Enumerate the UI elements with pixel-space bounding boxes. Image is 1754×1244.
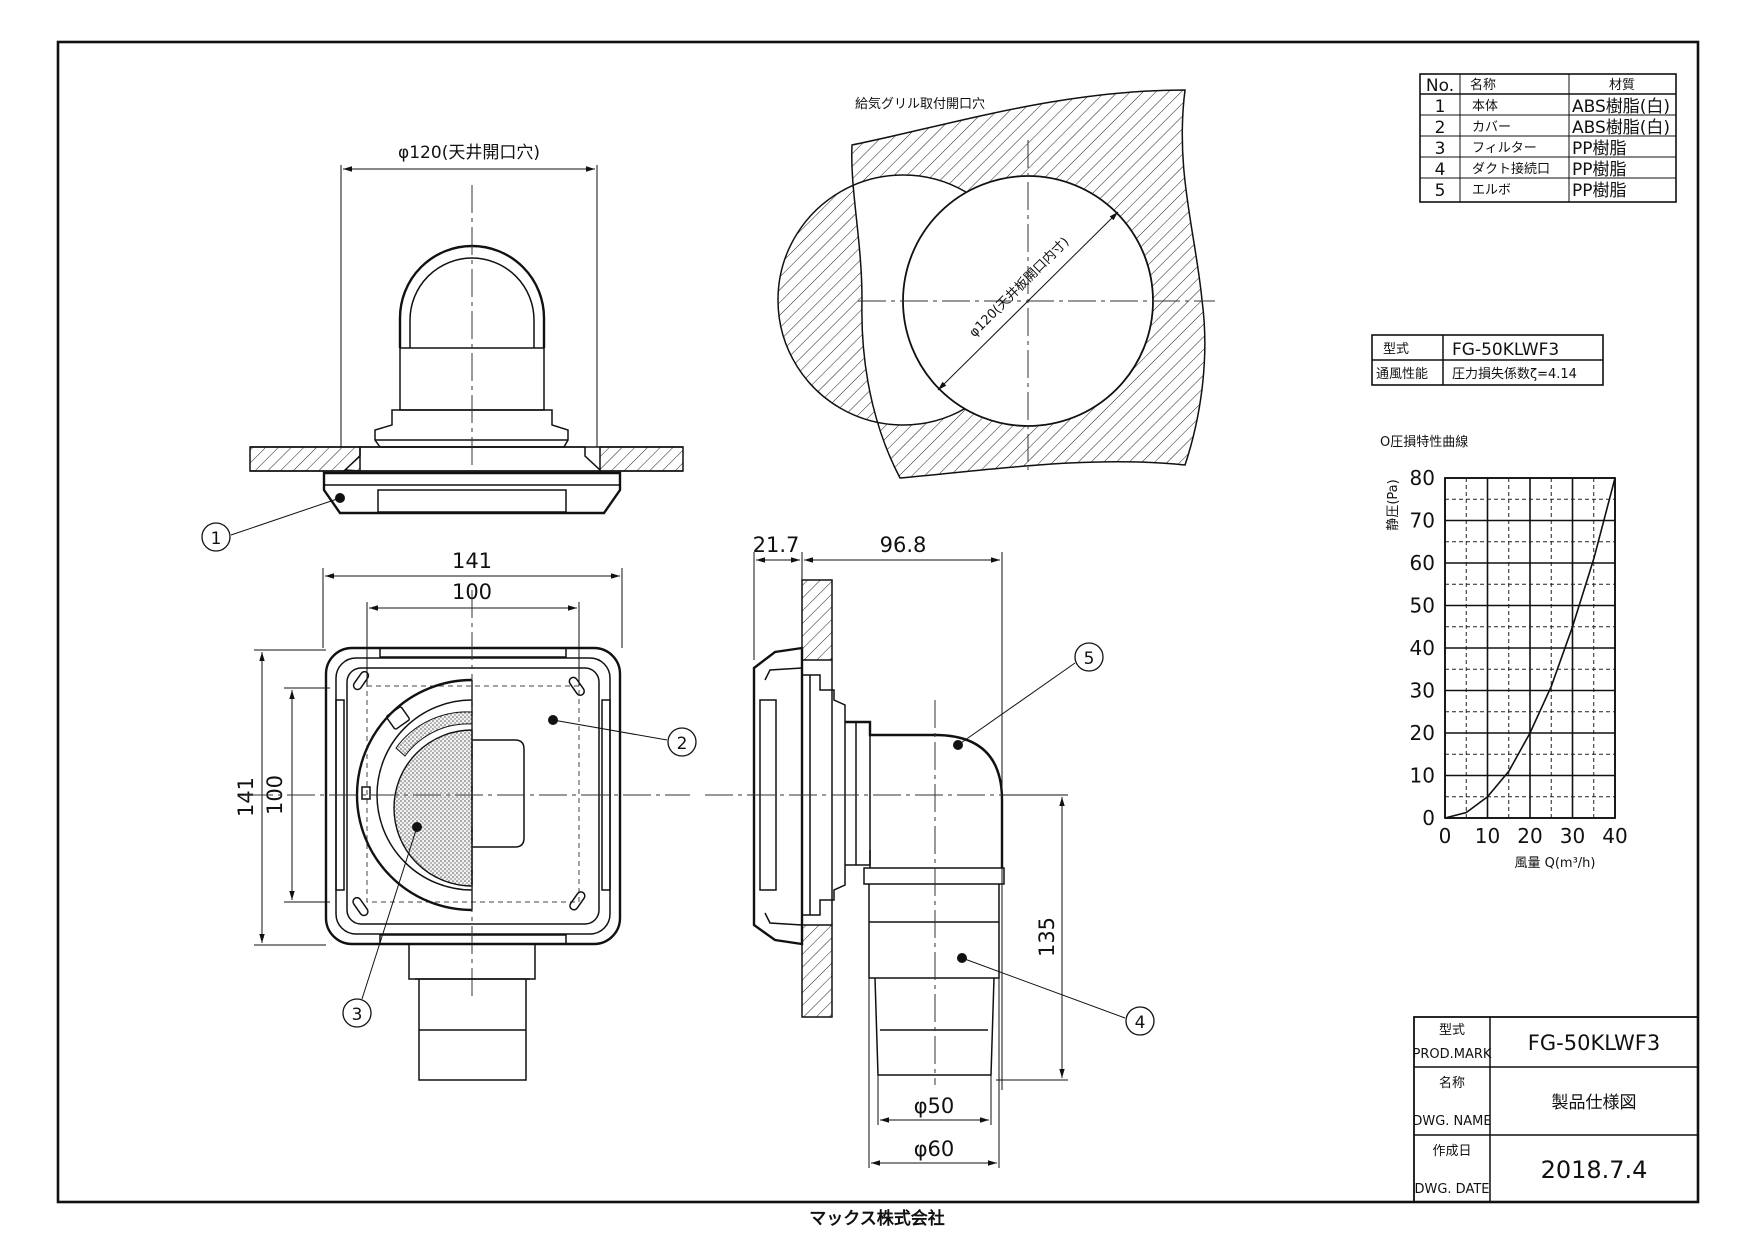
y-tick-label: 60: [1410, 551, 1435, 575]
x-tick-label: 30: [1560, 824, 1585, 848]
callout-5: 5: [1084, 649, 1095, 669]
parts-row-2-name: カバー: [1472, 120, 1511, 135]
parts-row-2-material: ABS樹脂(白): [1572, 118, 1670, 138]
parts-row-5-name: エルボ: [1472, 183, 1511, 198]
opening-detail: 給気グリル取付開口穴 φ120(天井板開口内寸): [777, 89, 1215, 479]
parts-row-4-name: ダクト接続口: [1472, 161, 1550, 177]
title-block: 型式 PROD.MARK FG-50KLWF3 名称 DWG. NAME 製品仕…: [1412, 1016, 1699, 1203]
dim-21-7: 21.7: [753, 533, 800, 557]
dim-ceiling-hole: φ120(天井開口穴): [398, 143, 540, 163]
parts-row-5-no: 5: [1435, 181, 1446, 201]
dim-141-left: 141: [234, 777, 258, 817]
dim-96-8: 96.8: [880, 533, 927, 557]
side-section-view: φ120(天井開口穴) 1: [201, 143, 684, 552]
parts-row-5-material: PP樹脂: [1572, 181, 1627, 201]
title-model-value: FG-50KLWF3: [1528, 1031, 1660, 1055]
y-tick-label: 0: [1422, 806, 1435, 830]
spec-model-label: 型式: [1383, 342, 1409, 357]
parts-row-3-no: 3: [1435, 139, 1446, 159]
title-date-label-jp: 作成日: [1432, 1144, 1471, 1159]
y-tick-label: 50: [1410, 594, 1435, 618]
opening-label: 給気グリル取付開口穴: [855, 96, 985, 112]
y-tick-label: 70: [1410, 509, 1435, 533]
title-name-label-jp: 名称: [1439, 1075, 1465, 1091]
spec-model-value: FG-50KLWF3: [1452, 340, 1559, 360]
x-tick-label: 0: [1439, 824, 1452, 848]
title-model-label-jp: 型式: [1439, 1023, 1465, 1038]
dim-135: 135: [1035, 917, 1059, 957]
title-date-value: 2018.7.4: [1541, 1156, 1648, 1184]
parts-header-name: 名称: [1470, 77, 1496, 93]
y-tick-label: 40: [1410, 636, 1435, 660]
chart-ticks: 0 10 20 30 40 0 10 20 30 40 50 60 70 80: [1410, 466, 1628, 848]
spec-perf-label: 通風性能: [1376, 367, 1428, 382]
chart-title: O圧損特性曲線: [1380, 434, 1468, 450]
parts-row-1-material: ABS樹脂(白): [1572, 97, 1670, 117]
footer-company: マックス株式会社: [809, 1208, 945, 1229]
parts-row-2-no: 2: [1435, 118, 1446, 138]
pressure-loss-chart: O圧損特性曲線 静圧(Pa) 風量 Q(m³/h) 0 10 20 30 40 0 10 20…: [1380, 434, 1628, 871]
spec-perf-value: 圧力損失係数ζ=4.14: [1452, 367, 1577, 382]
callout-1: 1: [211, 529, 222, 549]
parts-row-4-no: 4: [1435, 160, 1446, 180]
dim-phi60: φ60: [914, 1137, 955, 1161]
y-tick-label: 10: [1410, 764, 1435, 788]
parts-row-3-material: PP樹脂: [1572, 139, 1627, 159]
front-view: 141 100 141 100: [234, 549, 697, 1081]
callout-4: 4: [1135, 1013, 1146, 1033]
chart-xlabel: 風量 Q(m³/h): [1514, 856, 1595, 871]
parts-table: No. 名称 材質 1 本体 ABS樹脂(白) 2 カバー ABS樹脂(白) 3…: [1419, 73, 1677, 203]
parts-row-1-name: 本体: [1472, 99, 1498, 114]
sheet-border: [56, 40, 1700, 1204]
dim-141-top: 141: [452, 549, 492, 573]
y-tick-label: 30: [1410, 679, 1435, 703]
chart-grid: [1444, 477, 1616, 819]
series-line: [1444, 477, 1616, 819]
x-tick-label: 10: [1475, 824, 1500, 848]
dim-phi50: φ50: [914, 1094, 955, 1118]
x-tick-label: 20: [1517, 824, 1542, 848]
x-tick-label: 40: [1602, 824, 1627, 848]
title-date-label-en: DWG. DATE: [1414, 1182, 1489, 1197]
callout-2: 2: [677, 734, 688, 754]
callout-3: 3: [352, 1005, 363, 1025]
y-tick-label: 80: [1410, 466, 1435, 490]
side-view: 21.7 96.8 135 φ50: [705, 533, 1155, 1168]
chart-series: [1444, 477, 1616, 819]
parts-row-1-no: 1: [1435, 97, 1446, 117]
title-name-label-en: DWG. NAME: [1412, 1114, 1491, 1129]
parts-row-3-name: フィルター: [1472, 141, 1537, 156]
parts-header-material: 材質: [1609, 78, 1635, 93]
parts-header-no: No.: [1426, 76, 1454, 96]
title-name-value: 製品仕様図: [1552, 1093, 1637, 1113]
title-model-label-en: PROD.MARK: [1413, 1047, 1492, 1062]
y-tick-label: 20: [1410, 721, 1435, 745]
spec-table: 型式 FG-50KLWF3 通風性能 圧力損失係数ζ=4.14: [1371, 334, 1604, 386]
plot-frame: [1444, 477, 1616, 819]
chart-ylabel: 静圧(Pa): [1386, 479, 1401, 530]
parts-row-4-material: PP樹脂: [1572, 160, 1627, 180]
